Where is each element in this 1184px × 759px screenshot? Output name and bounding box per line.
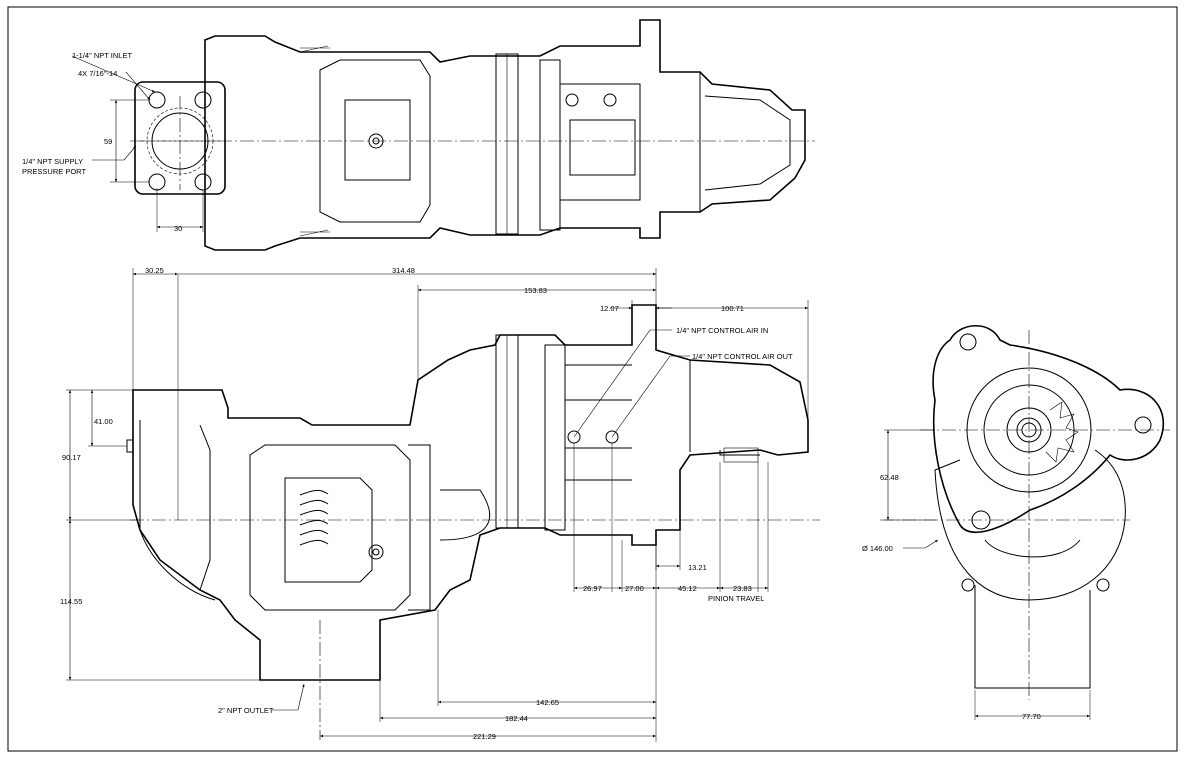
side-view <box>126 275 820 740</box>
callout-inlet: 1-1/4" NPT INLET <box>72 51 132 60</box>
dim-top-59: 59 <box>104 137 112 146</box>
top-view-dimensions <box>71 55 204 232</box>
callout-bolts: 4X 7/16"-14 <box>78 69 117 78</box>
callout-control-air-in: 1/4" NPT CONTROL AIR IN <box>676 326 768 335</box>
callout-supply-port-1: 1/4" NPT SUPPLY <box>22 157 83 166</box>
dim-23-83: 23.83 <box>733 584 752 593</box>
dim-27-00: 27.00 <box>625 584 644 593</box>
dim-top-30: 30 <box>174 224 182 233</box>
dim-30-25: 30.25 <box>145 266 164 275</box>
dim-182-44: 182.44 <box>505 714 528 723</box>
dim-314-48: 314.48 <box>392 266 415 275</box>
annotation-labels: 1-1/4" NPT INLET 4X 7/16"-14 1/4" NPT SU… <box>22 51 1041 741</box>
dim-45-12: 45.12 <box>678 584 697 593</box>
side-view-dimensions <box>66 268 809 742</box>
drawing-border <box>7 6 1178 752</box>
callout-supply-port-2: PRESSURE PORT <box>22 167 86 176</box>
dim-142-65: 142.65 <box>536 698 559 707</box>
dim-13-21: 13.21 <box>688 563 707 572</box>
end-view-dimensions <box>884 429 1091 720</box>
dim-12-07: 12.07 <box>600 304 619 313</box>
top-view <box>130 19 815 251</box>
dim-153-83: 153.83 <box>524 286 547 295</box>
dim-100-71: 100.71 <box>721 304 744 313</box>
end-view <box>880 325 1170 700</box>
dim-41-00: 41.00 <box>94 417 113 426</box>
inlet-block <box>132 304 809 681</box>
dim-77-70: 77.70 <box>1022 712 1041 721</box>
dim-90-17: 90.17 <box>62 453 81 462</box>
dim-146-00: Ø 146.00 <box>862 544 893 553</box>
dim-26-97: 26.97 <box>583 584 602 593</box>
mounting-flange <box>932 325 1165 533</box>
motor-housing-top <box>204 19 806 251</box>
callout-outlet: 2" NPT OUTLET <box>218 706 274 715</box>
inlet-flange <box>134 81 226 195</box>
dim-114-55: 114.55 <box>60 597 82 606</box>
callout-pinion-travel: PINION TRAVEL <box>708 594 764 603</box>
dim-62-48: 62.48 <box>880 473 899 482</box>
dim-221-29: 221.29 <box>473 732 496 741</box>
callout-control-air-out: 1/4" NPT CONTROL AIR OUT <box>692 352 793 361</box>
